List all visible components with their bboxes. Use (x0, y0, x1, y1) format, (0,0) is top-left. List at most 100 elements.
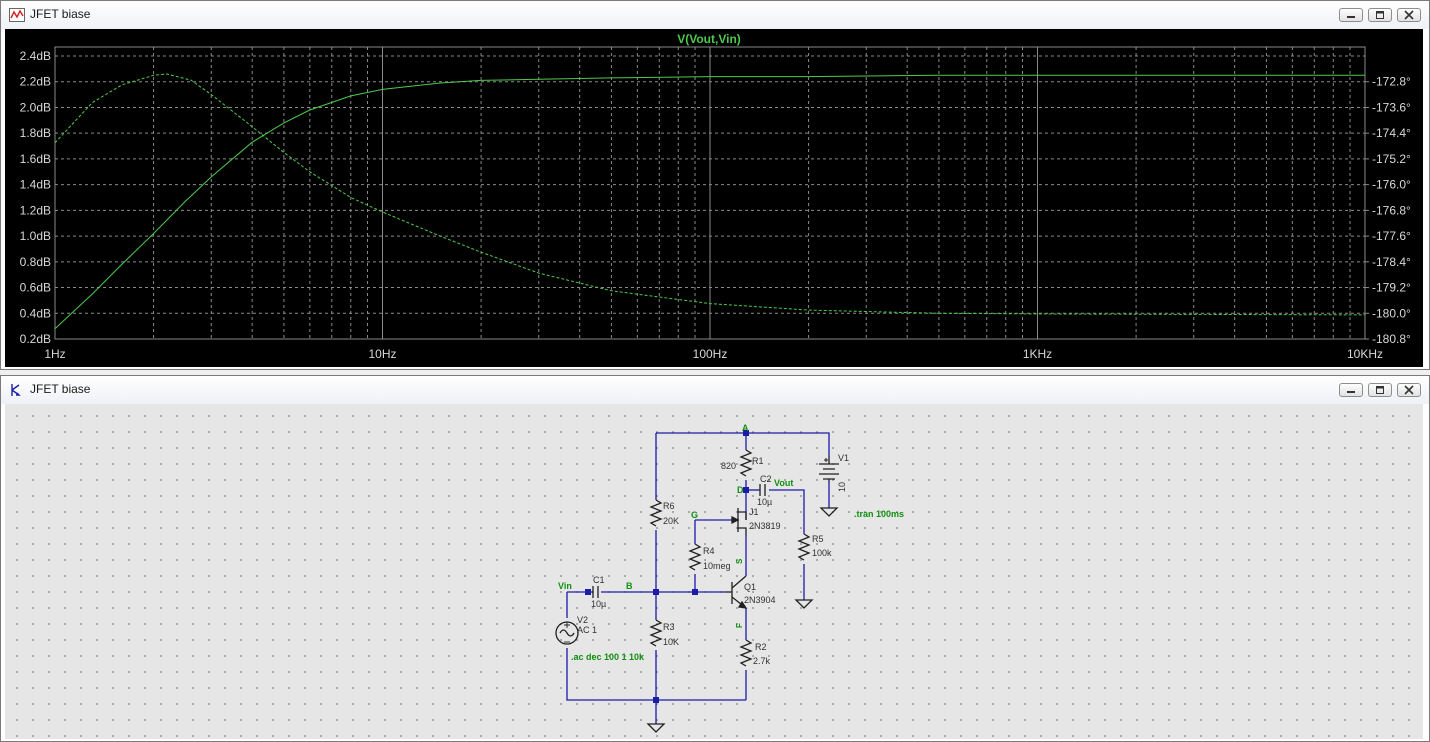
q1-label: Q1 (744, 582, 756, 592)
capacitor-c2[interactable] (759, 484, 766, 496)
y-left-tick-label: 0.8dB (20, 255, 51, 269)
waveform-icon (9, 8, 25, 22)
y-right-tick-label: -173.6° (1372, 100, 1411, 114)
v1-label: V1 (838, 453, 849, 463)
net-label-s[interactable]: S (735, 558, 744, 564)
minimize-button[interactable] (1339, 8, 1363, 22)
net-label-g[interactable]: G (691, 510, 698, 520)
r1-value: 820 (721, 461, 736, 471)
c2-label: C2 (760, 474, 772, 484)
plot-window-title: JFET biase (30, 7, 91, 21)
y-right-tick-label: -180.8° (1372, 332, 1411, 346)
c1-label: C1 (593, 575, 605, 585)
close-icon (1404, 385, 1414, 395)
junction (653, 697, 659, 703)
r3-label: R3 (663, 622, 675, 632)
junction (743, 430, 749, 436)
schematic-canvas[interactable]: R1 820 C2 10µ V1 10 R6 20K J1 2N3819 R5 … (5, 404, 1423, 739)
trace-label[interactable]: V(Vout,Vin) (677, 32, 741, 46)
close-button[interactable] (1397, 8, 1421, 22)
r4-value: 10meg (703, 561, 731, 571)
y-right-tick-label: -175.2° (1372, 152, 1411, 166)
wire[interactable] (769, 489, 805, 534)
r5-label: R5 (812, 534, 824, 544)
capacitor-c1[interactable] (592, 586, 599, 598)
minimize-icon (1347, 16, 1355, 18)
y-right-tick-label: -176.8° (1372, 203, 1411, 217)
y-left-tick-label: 0.4dB (20, 306, 51, 320)
net-label-f[interactable]: F (735, 623, 744, 628)
r3-value: 10K (663, 637, 679, 647)
wire[interactable] (566, 648, 746, 701)
y-left-tick-label: 1.8dB (20, 126, 51, 140)
schematic-window: JFET biase (0, 375, 1430, 742)
r6-label: R6 (663, 501, 675, 511)
v2-value: AC 1 (577, 625, 597, 635)
resistor-r2[interactable] (739, 639, 753, 667)
y-right-tick-label: -178.4° (1372, 255, 1411, 269)
y-left-tick-label: 1.6dB (20, 152, 51, 166)
y-right-tick-label: -172.8° (1372, 75, 1411, 89)
tran-directive[interactable]: .tran 100ms (854, 509, 904, 519)
restore-button[interactable] (1368, 8, 1392, 22)
y-left-tick-label: 2.2dB (20, 75, 51, 89)
ac-source-v2[interactable] (555, 621, 579, 645)
ac-directive[interactable]: .ac dec 100 1 10k (571, 652, 645, 662)
net-label-a[interactable]: A (742, 423, 749, 433)
y-right-tick-label: -177.6° (1372, 229, 1411, 243)
resistor-r3[interactable] (649, 619, 663, 647)
junction (585, 589, 591, 595)
resistor-r6[interactable] (649, 499, 663, 527)
net-label-d[interactable]: D (737, 485, 744, 495)
plot-window-titlebar[interactable]: JFET biase (1, 1, 1429, 29)
y-left-tick-label: 2.4dB (20, 49, 51, 63)
net-label-vout[interactable]: Vout (774, 478, 793, 488)
y-right-tick-label: -176.0° (1372, 178, 1411, 192)
wire[interactable] (656, 432, 830, 456)
r1-label: R1 (752, 456, 764, 466)
x-tick-label: 1KHz (1023, 347, 1052, 361)
close-button[interactable] (1397, 383, 1421, 397)
resistor-r4[interactable] (688, 543, 702, 571)
net-label-b[interactable]: B (626, 581, 633, 591)
jfet-j1[interactable] (731, 508, 747, 536)
y-left-tick-label: 1.2dB (20, 203, 51, 217)
schematic-window-title: JFET biase (30, 382, 91, 396)
r6-value: 20K (663, 516, 679, 526)
plot-tick-labels: 0.2dB0.4dB0.6dB0.8dB1.0dB1.2dB1.4dB1.6dB… (20, 49, 1411, 361)
x-tick-label: 10KHz (1347, 347, 1383, 361)
c1-value: 10µ (591, 599, 606, 609)
bode-plot[interactable]: 0.2dB0.4dB0.6dB0.8dB1.0dB1.2dB1.4dB1.6dB… (5, 29, 1423, 367)
close-icon (1404, 10, 1414, 20)
minimize-button[interactable] (1339, 383, 1363, 397)
j1-model: 2N3819 (749, 521, 781, 531)
schematic-icon (11, 384, 21, 396)
r5-value: 100k (812, 548, 832, 558)
schematic-window-titlebar[interactable]: JFET biase (1, 376, 1429, 404)
minimize-icon (1347, 391, 1355, 393)
ground-r5 (794, 599, 814, 609)
resistor-r5[interactable] (797, 533, 811, 561)
v1-value: 10 (837, 482, 847, 492)
y-left-tick-label: 1.4dB (20, 178, 51, 192)
junction (692, 589, 698, 595)
phase-trace (54, 73, 1366, 316)
y-left-tick-label: 0.6dB (20, 281, 51, 295)
magnitude-trace (54, 74, 1365, 330)
y-right-tick-label: -179.2° (1372, 281, 1411, 295)
restore-button[interactable] (1368, 383, 1392, 397)
x-tick-label: 100Hz (693, 347, 728, 361)
plot-frame (54, 46, 1366, 340)
junction (653, 589, 659, 595)
schematic-drawing[interactable]: R1 820 C2 10µ V1 10 R6 20K J1 2N3819 R5 … (5, 404, 1423, 739)
y-left-tick-label: 0.2dB (20, 332, 51, 346)
resistor-r1[interactable] (739, 449, 753, 477)
battery-v1[interactable] (819, 456, 839, 482)
plot-series (54, 73, 1366, 330)
net-label-vin[interactable]: Vin (558, 581, 572, 591)
bjt-q1[interactable] (725, 575, 748, 609)
wires (566, 432, 830, 724)
components (555, 449, 839, 733)
